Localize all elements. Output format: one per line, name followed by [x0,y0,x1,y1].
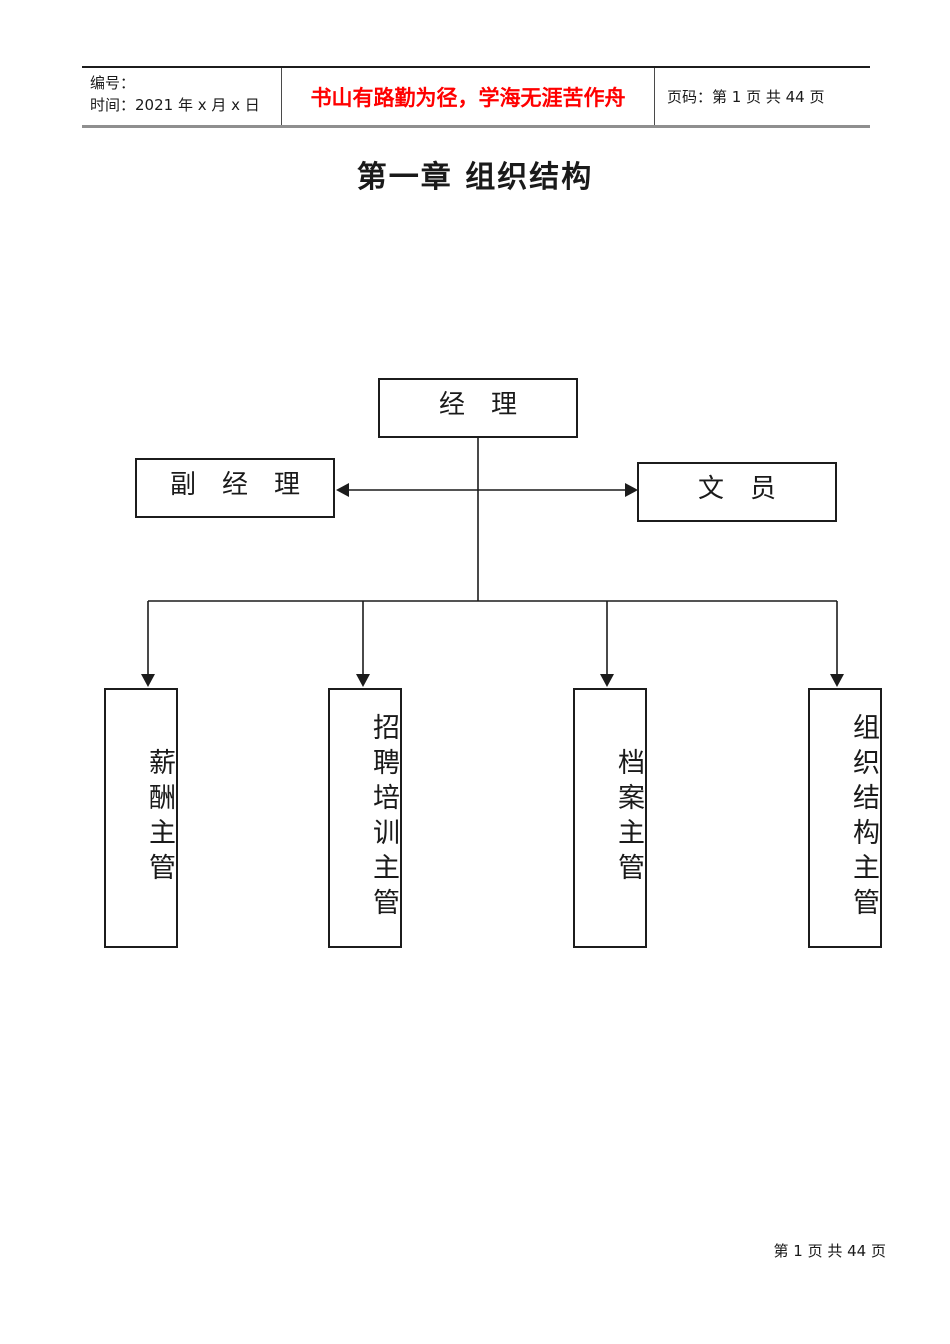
header-page-info: 页码：第 1 页 共 44 页 [667,88,825,106]
org-node-salary-supervisor-label: 薪酬主管 [144,748,175,888]
chapter-title: 第一章 组织结构 [356,160,594,195]
org-node-deputy-manager-label: 副 经 理 [169,470,300,500]
header-motto-text: 书山有路勤为径，学海无涯苦作舟 [310,85,626,110]
org-node-manager: 经 理 [378,378,578,438]
arrowhead-down-icon [830,674,844,687]
org-node-manager-label: 经 理 [438,390,517,420]
arrowhead-down-icon [141,674,155,687]
org-node-recruit-training-supervisor: 招聘培训主管 [328,688,402,948]
org-node-archives-supervisor-label: 档案主管 [613,748,644,888]
org-node-deputy-manager: 副 经 理 [135,458,335,518]
header-meta-cell: 编号： 时间：2021 年 x 月 x 日 [82,68,282,125]
arrowhead-left-icon [336,483,349,497]
arrowhead-down-icon [356,674,370,687]
org-node-recruit-training-supervisor-label: 招聘培训主管 [368,713,399,923]
org-node-clerk-label: 文 员 [697,474,776,504]
org-node-org-structure-supervisor: 组织结构主管 [808,688,882,948]
doc-date-label: 时间：2021 年 x 月 x 日 [90,96,260,114]
footer-page-number: 第 1 页 共 44 页 [773,1242,886,1260]
header-motto-cell: 书山有路勤为径，学海无涯苦作舟 [282,68,655,125]
org-node-archives-supervisor: 档案主管 [573,688,647,948]
doc-number-label: 编号： [90,74,136,92]
header-page-cell: 页码：第 1 页 共 44 页 [655,68,870,125]
arrowhead-down-icon [600,674,614,687]
org-node-salary-supervisor: 薪酬主管 [104,688,178,948]
org-node-clerk: 文 员 [637,462,837,522]
header-table: 编号： 时间：2021 年 x 月 x 日 书山有路勤为径，学海无涯苦作舟 页码… [82,66,870,128]
org-node-org-structure-supervisor-label: 组织结构主管 [848,713,879,923]
